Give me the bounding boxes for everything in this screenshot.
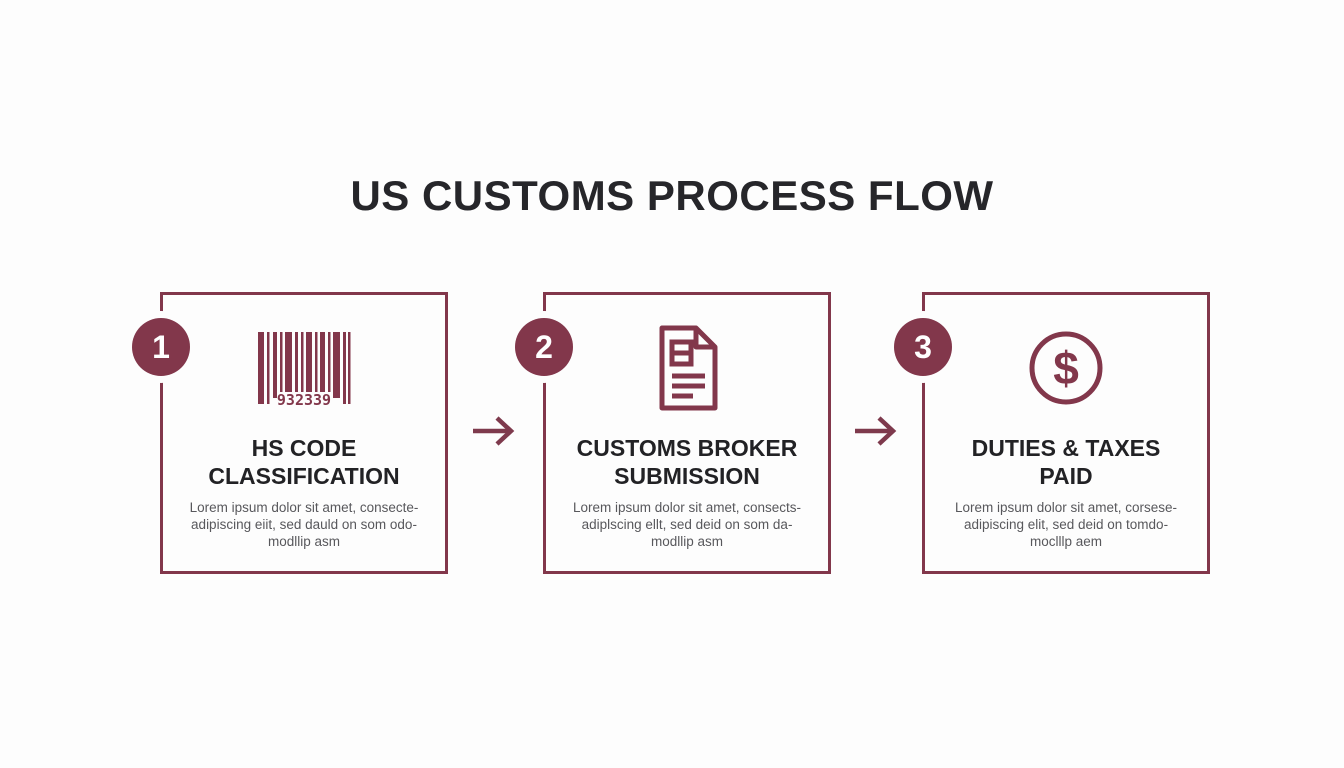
step-title: CUSTOMS BROKER SUBMISSION xyxy=(576,435,798,489)
dollar-sign-glyph: $ xyxy=(1053,342,1079,394)
document-icon xyxy=(659,325,718,411)
step-card-hs-code-classification: 1 932339 xyxy=(132,292,448,574)
step-description: Lorem ipsum dolor sit amet, corsese- adi… xyxy=(954,500,1178,549)
step-card-customs-broker-submission: 2 CUSTOMS BROKER SUBMISSION Lorem ipsum … xyxy=(515,292,831,574)
arrow-right-icon xyxy=(855,416,897,446)
step-icon-wrap: 932339 xyxy=(163,325,445,411)
arrow-right-icon xyxy=(473,416,515,446)
step-number-badge: 2 xyxy=(515,318,573,376)
step-description: Lorem ipsum dolor sit amet, consecte- ad… xyxy=(189,500,419,549)
step-title: DUTIES & TAXES PAID xyxy=(971,435,1161,489)
step-number-badge: 1 xyxy=(132,318,190,376)
step-card-duties-taxes-paid: 3 $ DUTIES & TAXES PAID Lorem ipsum dolo… xyxy=(894,292,1210,574)
step-title: HS CODE CLASSIFICATION xyxy=(208,435,400,489)
dollar-circle-icon: $ xyxy=(1029,331,1103,405)
step-description: Lorem ipsum dolor sit amet, consects- ad… xyxy=(572,500,802,549)
step-number-badge: 3 xyxy=(894,318,952,376)
page-title: US CUSTOMS PROCESS FLOW xyxy=(350,172,994,219)
step-icon-wrap: $ xyxy=(925,325,1207,411)
barcode-icon: 932339 xyxy=(258,332,351,408)
step-icon-wrap xyxy=(546,325,828,411)
barcode-digits: 932339 xyxy=(277,391,331,408)
